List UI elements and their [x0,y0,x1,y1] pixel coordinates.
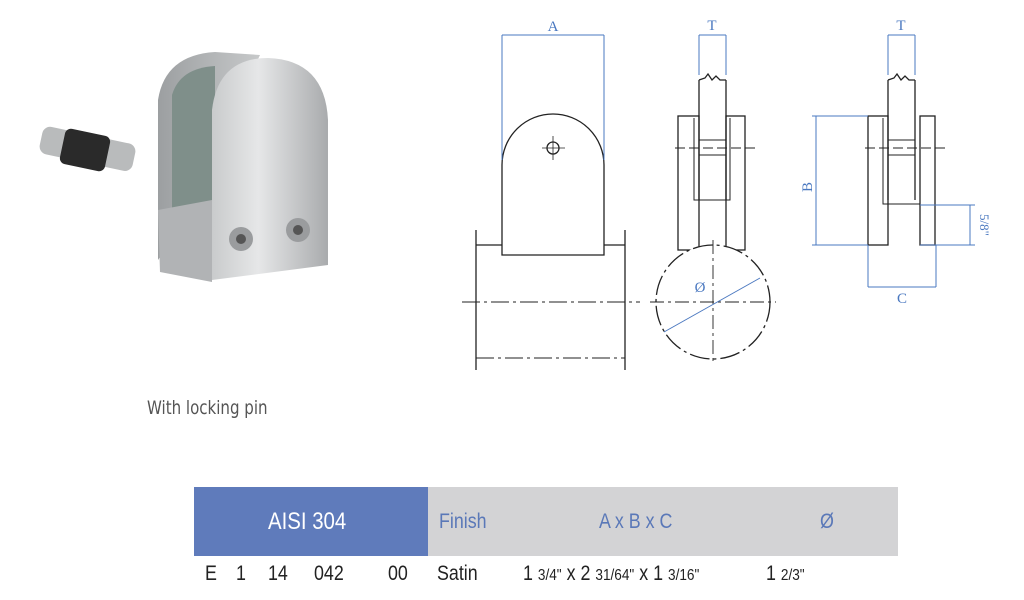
side-view-drawing [650,72,776,362]
dim-t-label-2: T [896,18,905,34]
dim-5-8-label: 5/8" [977,214,992,236]
material-label: AISI 304 [268,508,347,535]
caption: With locking pin [147,397,268,419]
dimensions-end-view: T B C 5/8" [800,18,992,307]
code-part: E [205,562,217,585]
dimension-t-side: T Ø [663,18,761,333]
locking-pin-photo [39,126,136,172]
dim-a-label: A [548,19,559,35]
diameter-header: Ø [820,510,834,533]
front-view-drawing [462,113,640,370]
finish-value: Satin [437,562,478,585]
code-part: 14 [268,562,288,585]
diameter-value: 1 2/3" [766,562,805,585]
finish-header: Finish [439,510,487,533]
dim-t-label: T [707,18,716,34]
dim-diameter-label: Ø [695,280,706,296]
dimension-a: A [501,19,605,160]
product-and-drawings: A T Ø T B C 5/8" [39,18,992,370]
code-part: 1 [236,562,246,585]
a-value: 1 3/4" x 2 31/64" x 1 3/16" [523,562,700,585]
spec-header [428,487,898,556]
material-header [194,487,428,556]
dim-b-label: B [800,182,816,192]
code-part: 042 [314,562,344,585]
code-part: 00 [388,562,408,585]
end-view-drawing [865,72,946,246]
glass-clamp-photo [158,52,328,282]
axbxc-header: A x B x C [599,510,673,533]
dim-c-label: C [897,291,907,307]
